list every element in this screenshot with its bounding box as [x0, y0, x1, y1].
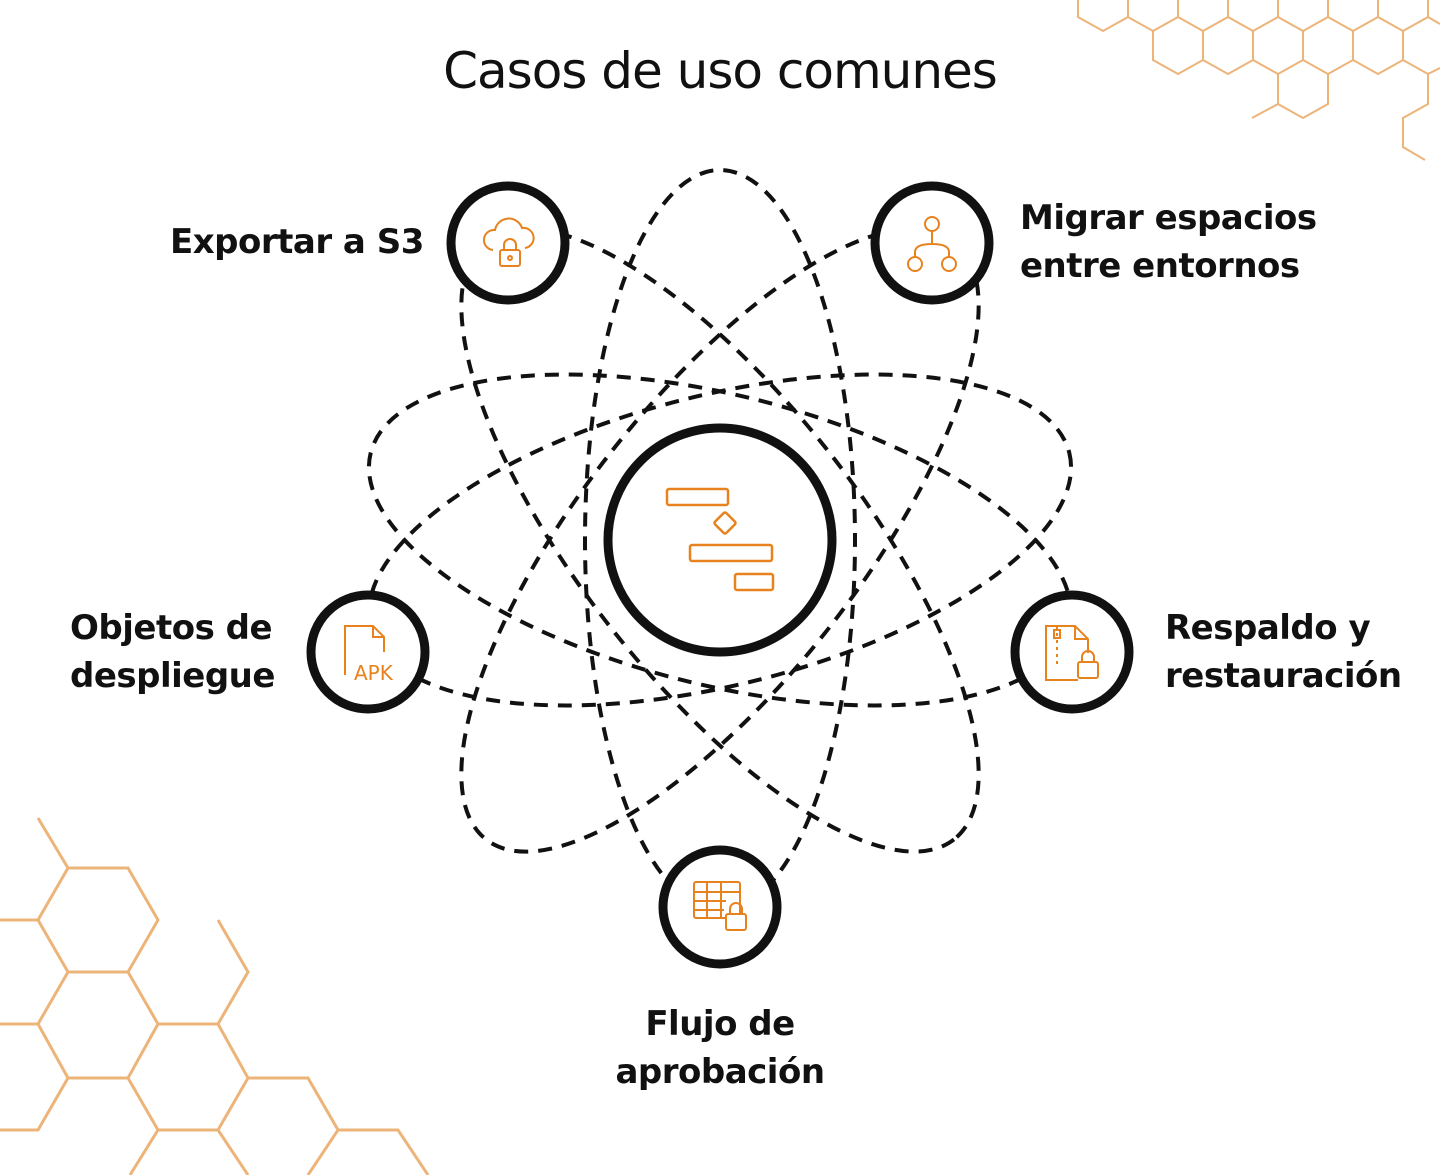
label-line: despliegue	[70, 656, 275, 696]
table-lock-icon	[693, 881, 747, 931]
label-exportar-s3: Exportar a S3	[170, 218, 424, 266]
cloud-lock-icon	[483, 217, 535, 267]
label-line: entre entornos	[1020, 246, 1300, 286]
hierarchy-icon	[907, 216, 957, 272]
node-flujo	[658, 845, 782, 969]
center-node	[603, 423, 837, 657]
label-respaldo: Respaldo y restauración	[1165, 604, 1402, 700]
gantt-chart-icon	[665, 487, 775, 592]
label-line: Migrar espacios	[1020, 198, 1317, 238]
node-migrar	[870, 181, 994, 305]
label-line: Respaldo y	[1165, 608, 1371, 648]
hexagon-pattern-top-right	[1077, 0, 1440, 161]
label-line: Objetos de	[70, 608, 273, 648]
svg-text:APK: APK	[354, 661, 394, 685]
node-objetos: APK	[306, 590, 430, 714]
zip-file-lock-icon	[1045, 625, 1099, 681]
page-title: Casos de uso comunes	[443, 42, 998, 100]
label-migrar: Migrar espacios entre entornos	[1020, 194, 1317, 290]
hexagon-pattern-bottom-left	[0, 817, 430, 1175]
label-line: Flujo de	[645, 1004, 795, 1044]
label-line: Exportar a S3	[170, 222, 424, 262]
label-objetos: Objetos de despliegue	[70, 604, 275, 700]
label-line: restauración	[1165, 656, 1402, 696]
label-line: aprobación	[615, 1052, 825, 1092]
label-flujo: Flujo de aprobación	[520, 1000, 920, 1096]
node-exportar-s3	[446, 181, 570, 305]
apk-file-icon: APK	[344, 625, 394, 685]
node-respaldo	[1010, 590, 1134, 714]
